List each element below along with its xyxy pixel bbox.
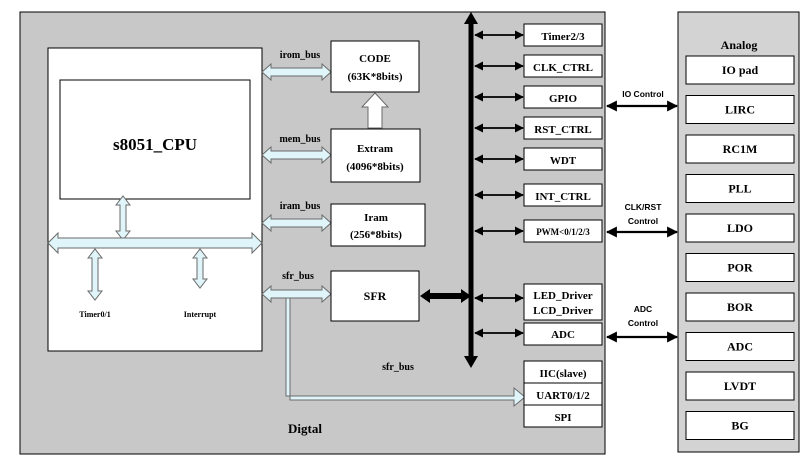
timer01-label: Timer0/1 — [79, 310, 110, 319]
timer01-arrow — [86, 248, 104, 301]
iram-box — [330, 203, 426, 247]
peripheral-bus-top-arrow — [464, 12, 478, 24]
interrupt-arrow — [191, 248, 209, 289]
analog-block-io-pad — [685, 55, 795, 85]
adc-control-label-2: Control — [628, 318, 658, 328]
sfr-box — [330, 270, 420, 322]
analog-block-label-io-pad: IO pad — [722, 63, 759, 77]
led-lcd-driver-box — [523, 283, 603, 321]
analog-block-label-por: POR — [727, 261, 753, 275]
peripheral-connectors — [474, 30, 524, 338]
pwm-box — [523, 219, 603, 243]
analog-block-label-pll: PLL — [728, 182, 751, 196]
pwm-label: PWM<0/1/2/3 — [536, 227, 590, 237]
led-driver-label: LED_Driver — [533, 290, 592, 302]
cpu-internal-bus-arrow — [114, 195, 132, 241]
digital-region-label: Digtal — [288, 421, 322, 436]
analog-control-arrows — [605, 100, 679, 343]
adc-control-label: ADC — [634, 304, 652, 314]
lcd-driver-label: LCD_Driver — [533, 305, 593, 317]
extram-to-code-arrow — [360, 92, 390, 129]
extram-box — [330, 128, 421, 183]
code-memory-size: (63K*8bits) — [348, 71, 403, 83]
sfr-bus-bottom-label: sfr_bus — [382, 362, 414, 373]
irom-bus-label: irom_bus — [280, 50, 320, 61]
iic-label: IIC(slave) — [539, 368, 586, 380]
analog-block-label-bg: BG — [731, 419, 748, 433]
peripheral-bus-bottom-arrow — [464, 356, 478, 368]
adc-digital-label: ADC — [551, 329, 575, 341]
sfr-label: SFR — [364, 289, 387, 303]
cpu-core-box — [59, 79, 251, 200]
wdt-box — [523, 147, 603, 171]
wdt-label: WDT — [550, 155, 577, 167]
iram-label: Iram — [364, 212, 388, 224]
uart-label: UART0/1/2 — [536, 390, 590, 402]
analog-block-label-lirc: LIRC — [725, 103, 755, 117]
analog-region-label: Analog — [721, 38, 758, 52]
analog-block-label-lvdt: LVDT — [724, 379, 756, 393]
gpio-label: GPIO — [549, 93, 578, 105]
analog-block-pll — [685, 174, 795, 203]
clk-rst-control-label: Control — [628, 216, 658, 226]
mem-bus-label: mem_bus — [279, 134, 320, 145]
analog-block-adc — [685, 332, 795, 361]
iram-bus-label: iram_bus — [280, 201, 321, 212]
extram-label: Extram — [357, 143, 393, 155]
timer23-label: Timer2/3 — [541, 31, 585, 43]
analog-block-bg — [685, 411, 795, 440]
analog-block-bor — [685, 292, 795, 322]
extram-size: (4096*8bits) — [346, 161, 404, 173]
cpu-core-label: s8051_CPU — [113, 135, 197, 154]
gpio-box — [523, 85, 603, 109]
interrupt-label: Interrupt — [184, 310, 217, 319]
serial-interfaces-box — [523, 360, 603, 428]
sfr-peripheral-bus-arrow — [420, 289, 471, 303]
adc-digital-box — [523, 322, 603, 346]
timer23-box — [523, 23, 603, 47]
rst-ctrl-box — [523, 116, 603, 140]
clk-ctrl-label: CLK_CTRL — [533, 62, 593, 74]
int-ctrl-label: INT_CTRL — [535, 191, 591, 203]
analog-block-label-ldo: LDO — [727, 221, 753, 235]
rst-ctrl-label: RST_CTRL — [534, 124, 591, 136]
analog-block-lirc — [685, 95, 795, 124]
int-ctrl-box — [523, 183, 603, 207]
sfr-bus-label: sfr_bus — [282, 271, 314, 282]
iram-size: (256*8bits) — [350, 229, 402, 241]
cpu-internal-bus — [47, 231, 263, 255]
analog-block-lvdt — [685, 371, 795, 401]
analog-block-label-adc: ADC — [727, 340, 753, 354]
analog-block-label-rc1m: RC1M — [723, 142, 758, 156]
code-memory-box — [330, 40, 420, 93]
clk-rst-label: CLK/RST — [625, 202, 663, 212]
sfr-bus-serial-arrow — [285, 297, 526, 408]
analog-block-por — [685, 253, 795, 282]
analog-block-ldo — [685, 213, 795, 243]
analog-block-label-bor: BOR — [727, 300, 753, 314]
clk-ctrl-box — [523, 54, 603, 78]
analog-block-rc1m — [685, 134, 795, 164]
code-memory-label: CODE — [359, 53, 391, 65]
spi-label: SPI — [554, 412, 571, 424]
io-control-label: IO Control — [622, 89, 664, 99]
